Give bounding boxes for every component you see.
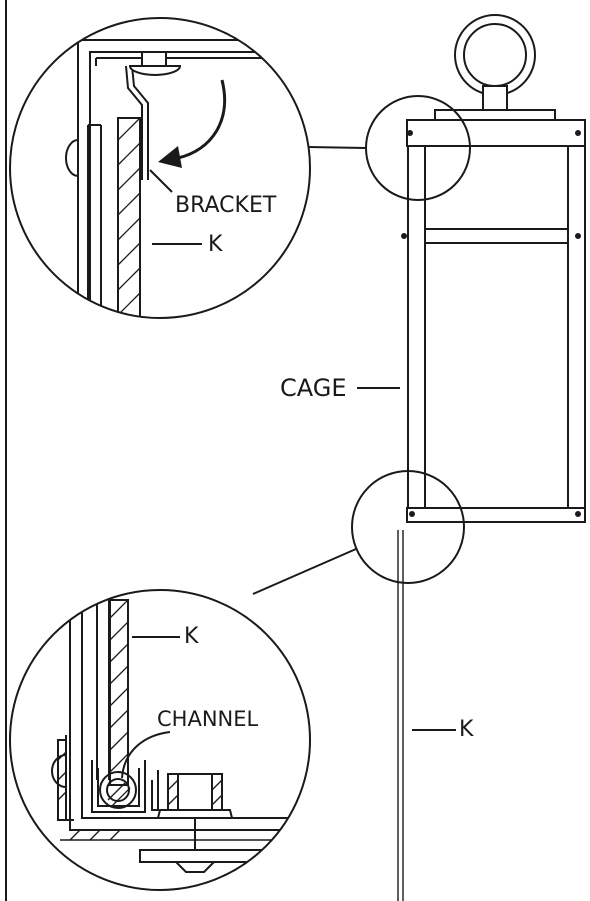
- top-rail-rivet-left: [407, 130, 413, 136]
- cage-cap: [434, 109, 556, 121]
- bracket-label: BRACKET: [175, 193, 277, 218]
- mid-rivet-right: [575, 233, 581, 239]
- channel-label: CHANNEL: [157, 707, 259, 731]
- top-detail-circle: [9, 17, 311, 319]
- cage-middle-rail: [424, 228, 569, 244]
- bottom-rail-rivet-left: [409, 511, 415, 517]
- top-bracket-detail: [9, 17, 311, 319]
- cage-assembly: [252, 14, 586, 901]
- eye-bolt-ring-inner: [463, 23, 527, 87]
- top-zoom-marker: [365, 95, 471, 201]
- bottom-detail-leader: [252, 548, 357, 595]
- bottom-zoom-marker: [351, 470, 465, 584]
- bottom-rail-rivet-right: [575, 511, 581, 517]
- top-detail-leader: [307, 146, 367, 149]
- cage-top-rail: [406, 119, 586, 147]
- mid-rivet-left: [401, 233, 407, 239]
- cage-bottom-rail: [406, 507, 586, 523]
- k-label-bottom-detail: K: [184, 624, 199, 649]
- k-label-rod: K: [459, 717, 474, 742]
- top-rail-rivet-right: [575, 130, 581, 136]
- k-label-top-detail: K: [208, 232, 223, 257]
- bottom-channel-detail: [9, 589, 311, 891]
- cage-label: CAGE: [280, 374, 347, 402]
- eye-bolt-ring-outer: [454, 14, 536, 96]
- bottom-detail-circle: [9, 589, 311, 891]
